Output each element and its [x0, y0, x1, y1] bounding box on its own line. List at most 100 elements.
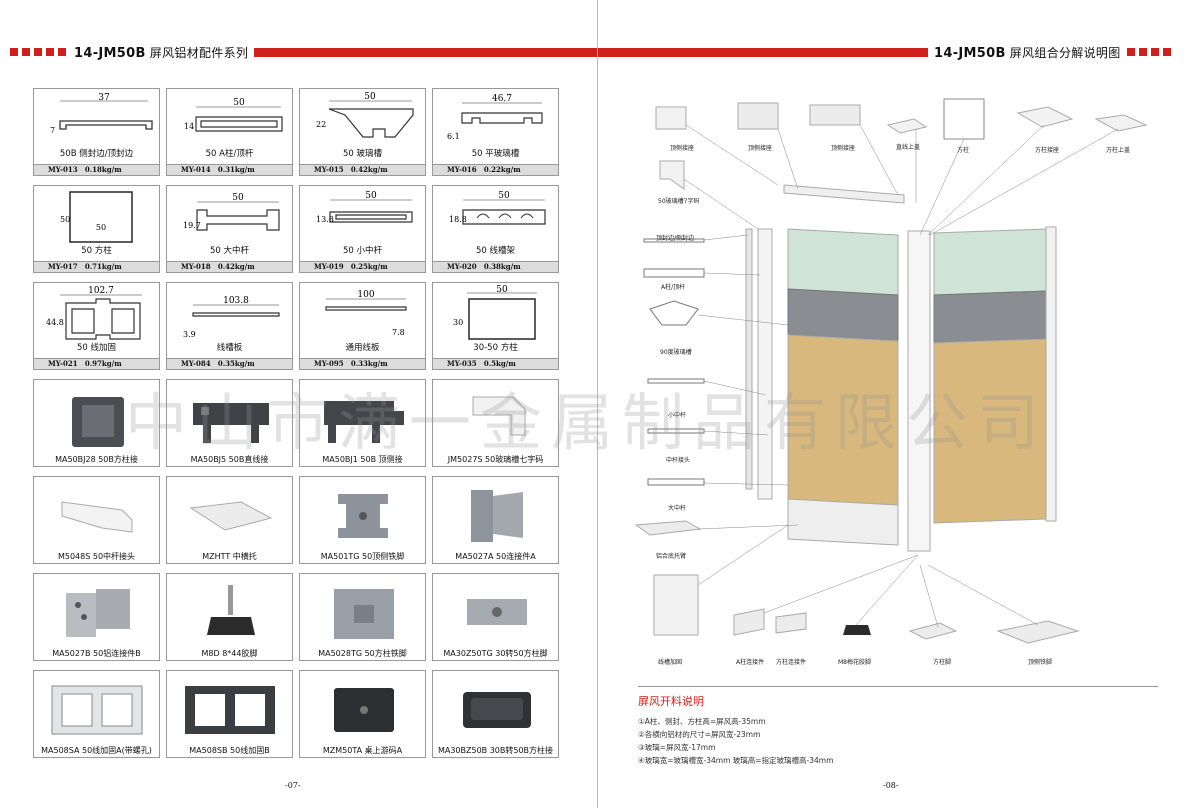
top-side-base-part: [809, 104, 861, 126]
header-square: [58, 48, 66, 56]
profile-weight: 0.22kg/m: [483, 165, 521, 174]
profile-side-dim: 7: [50, 126, 55, 135]
seven-bracket-part: [659, 160, 685, 190]
small-rail-part: [647, 378, 705, 384]
profile-code: MY-013 0.18kg/m: [34, 164, 159, 175]
profile-drawing: 50 30: [453, 285, 537, 340]
diagram-label: 方柱上盖: [1106, 147, 1131, 154]
profile-dim: 102.7: [88, 286, 114, 296]
page-number: -07-: [285, 781, 301, 790]
profile-dim: 50: [233, 98, 245, 108]
leveling-foot-icon: [207, 585, 255, 635]
notes-title: 屏风开料说明: [638, 686, 1158, 709]
straight-connector-icon: [193, 403, 269, 443]
exploded-diagram: [634, 98, 1148, 644]
edge-profile-part: [643, 238, 705, 243]
diagram-label: 方柱脚: [933, 659, 952, 666]
profile-code-id: MY-019: [314, 262, 344, 271]
part-label: MA30Z50TG 30转50方柱脚: [443, 649, 548, 658]
top-side-connector-icon: [324, 401, 404, 443]
part-label: MA50BJ28 50B方柱接: [55, 455, 138, 464]
note-line: ②各横向铝材的尺寸=屏风宽-23mm: [638, 730, 761, 739]
profile-weight: 0.42kg/m: [217, 262, 255, 271]
part-cell: MA30BZ50B 30B转50B方柱接: [432, 670, 559, 758]
wire-reinforce-b-icon: [185, 686, 275, 734]
note-line: ①A柱、侧封、方柱高=屏风高-35mm: [638, 717, 766, 726]
diagram-label: 线槽加固: [658, 659, 683, 666]
profile-side-dim: 44.8: [46, 318, 64, 327]
part-label: MA501TG 50顶侧铁脚: [320, 552, 405, 561]
post-base-part: [1016, 106, 1074, 128]
profile-code-id: MY-018: [181, 262, 211, 271]
header-bar: [598, 47, 928, 57]
left-header-title: 14-JM50B 屏风铝材配件系列: [74, 44, 248, 61]
profile-label: 50 玻璃槽: [342, 149, 383, 159]
profile-weight: 0.71kg/m: [84, 262, 122, 271]
part-cell: MA5027A 50连接件A: [432, 476, 559, 564]
profile-side-dim: 13.8: [316, 215, 334, 224]
rail-joint-part: [647, 428, 705, 434]
wood-panel: [787, 334, 899, 518]
note-line: ④玻璃宽=玻璃槽宽-34mm 玻璃高=指定玻璃槽高-34mm: [638, 756, 834, 765]
diagram-label: 50玻璃槽7字码: [658, 198, 700, 205]
big-rail-part: [647, 478, 705, 486]
diagram-label: 中杆接头: [666, 457, 691, 464]
glass-slot-part: [649, 300, 699, 326]
top-side-base-part: [737, 102, 779, 130]
iron-foot-icon: [338, 494, 388, 538]
profile-weight: 0.18kg/m: [84, 165, 122, 174]
profile-code: MY-084 0.35kg/m: [167, 358, 292, 369]
profile-weight: 0.35kg/m: [217, 359, 255, 368]
profile-dim: 50: [232, 193, 244, 203]
wire-reinforce-part: [653, 574, 699, 636]
profile-dim: 50: [364, 92, 376, 102]
diagram-label: A柱/顶杆: [661, 284, 686, 291]
left-header-code: 14-JM50B: [74, 45, 146, 61]
right-header-title: 14-JM50B 屏风组合分解说明图: [934, 44, 1121, 61]
part-label: MA5028TG 50方柱铁脚: [318, 649, 407, 658]
part-cell: MA5027B 50铝连接件B: [33, 573, 160, 661]
diagram-label: 铝合底托臂: [656, 553, 687, 560]
part-cell: MA508SB 50线加固B: [166, 670, 293, 758]
part-label: MA50BJ5 50B直线接: [190, 455, 269, 464]
profile-weight: 0.42kg/m: [350, 165, 388, 174]
header-square: [34, 48, 42, 56]
header-square: [1162, 48, 1171, 56]
part-cell: MA30Z50TG 30转50方柱脚: [432, 573, 559, 661]
profile-code-id: MY-013: [48, 165, 78, 174]
profile-dim: 50: [496, 285, 508, 295]
diagram-label: 方柱: [957, 147, 970, 154]
part-label: MA508SB 50线加固B: [189, 746, 270, 755]
glass-panel: [787, 228, 899, 296]
header-square: [1150, 48, 1159, 56]
cutting-notes: 屏风开料说明 ①A柱、侧封、方柱高=屏风高-35mm ②各横向铝材的尺寸=屏风宽…: [638, 686, 1158, 767]
profile-side-dim: 30: [453, 318, 463, 327]
part-label: M5048S 50中杆接头: [57, 552, 136, 561]
part-cell: JM5027S 50玻璃槽七字码: [432, 379, 559, 467]
right-header-code: 14-JM50B: [934, 45, 1006, 61]
part-label: M8D 8*44胶脚: [201, 649, 258, 658]
profile-code: MY-015 0.42kg/m: [300, 164, 425, 175]
profile-label: 30-50 方柱: [473, 343, 518, 353]
top-side-base-part: [655, 106, 687, 130]
diagram-label: 顶侧接座: [831, 145, 856, 152]
desk-clip-icon: [334, 688, 394, 732]
profile-weight: 0.33kg/m: [350, 359, 388, 368]
profile-code: MY-021 0.97kg/m: [34, 358, 159, 369]
adapter-cap-icon: [463, 692, 531, 728]
profile-side-dim: 22: [316, 120, 326, 129]
profile-weight: 0.97kg/m: [84, 359, 122, 368]
part-cell: MA501TG 50顶侧铁脚: [299, 476, 426, 564]
